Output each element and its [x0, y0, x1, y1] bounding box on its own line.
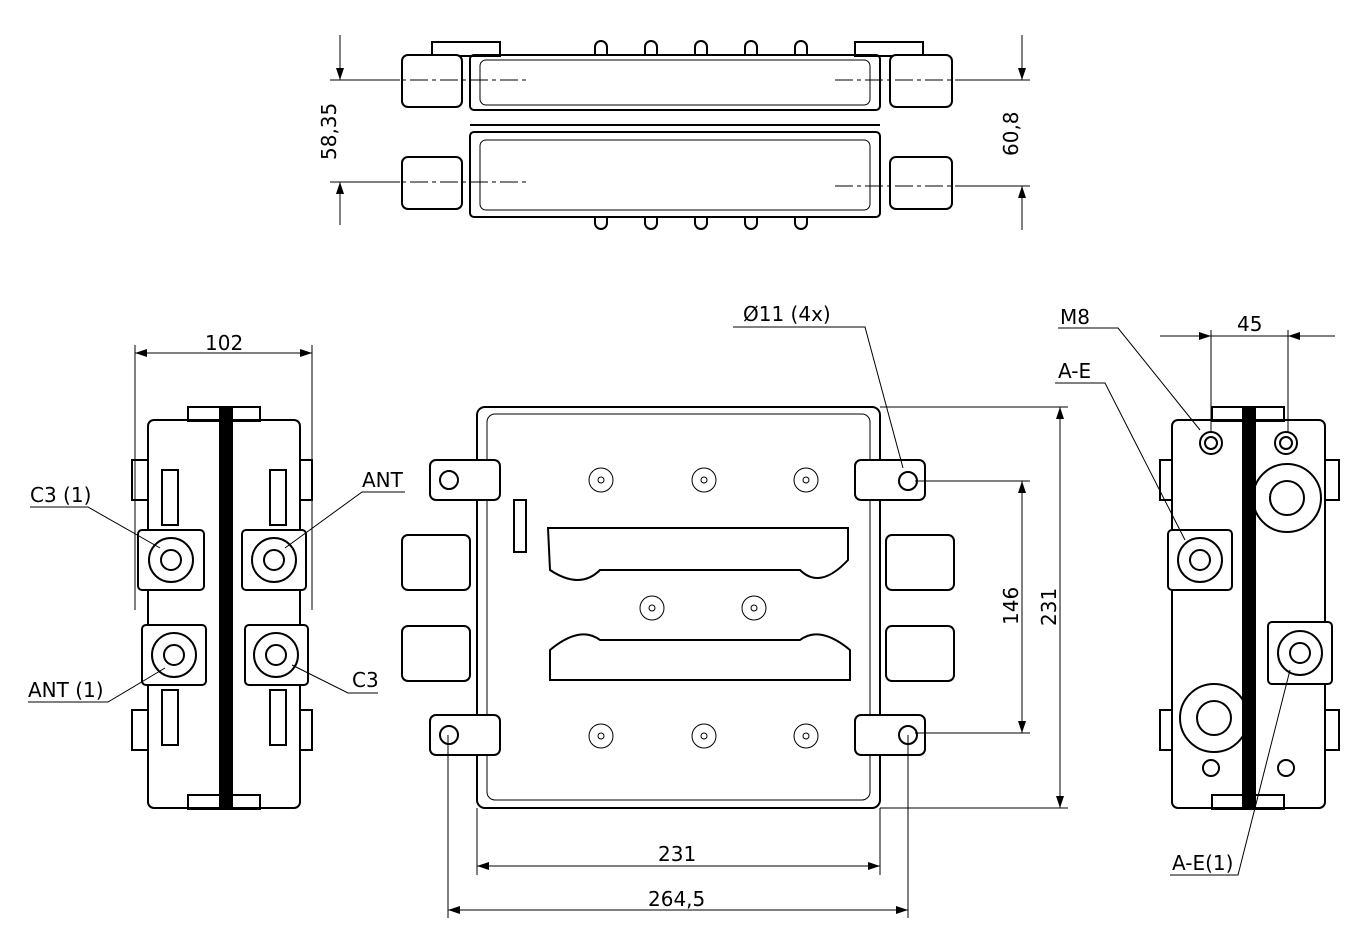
- top-connectors: [401, 54, 953, 210]
- dim-58-35-label: 58,35: [317, 103, 341, 160]
- dim-231-horizontal: 231: [476, 808, 881, 875]
- mounting-ears: [429, 459, 926, 756]
- label-ant: ANT: [362, 468, 404, 492]
- connector-ant-1-icon: [141, 624, 207, 686]
- connector-c3-icon: [244, 624, 309, 686]
- bolt-holes: [588, 467, 819, 749]
- connector-c3-1-icon: [137, 529, 205, 591]
- dim-264-5: 264,5: [447, 735, 909, 918]
- front-view: Ø11 (4x) 146 231 231 264,5: [401, 302, 1068, 918]
- connector-ant-icon: [241, 529, 307, 591]
- label-hole-diameter: Ø11 (4x): [743, 302, 831, 326]
- dim-58-35: 58,35: [317, 35, 400, 225]
- dim-146-label: 146: [999, 587, 1023, 625]
- label-ae: A-E: [1058, 359, 1091, 383]
- connector-ae-1-icon: [1267, 621, 1333, 685]
- dim-264-5-label: 264,5: [648, 887, 705, 911]
- label-ae-1: A-E(1): [1172, 851, 1233, 875]
- label-c3-1: C3 (1): [30, 483, 91, 507]
- dim-60-8: 60,8: [960, 35, 1030, 230]
- front-connectors: [401, 534, 955, 682]
- dim-102: 102: [134, 331, 313, 610]
- label-m8: M8: [1060, 305, 1090, 329]
- label-ant-1: ANT (1): [28, 678, 104, 702]
- dim-102-label: 102: [205, 331, 243, 355]
- dim-146: 146: [915, 480, 1030, 734]
- dim-231-horizontal-label: 231: [658, 842, 696, 866]
- side-view: 102 C3 (1) ANT ANT (1) C3: [28, 331, 405, 810]
- dim-60-8-label: 60,8: [999, 111, 1023, 156]
- label-c3: C3: [352, 668, 379, 692]
- top-view: 58,35 60,8: [317, 35, 1030, 230]
- dim-231-vertical: 231: [880, 406, 1068, 809]
- dim-231-vertical-label: 231: [1037, 588, 1061, 626]
- dim-45: 45: [1160, 312, 1335, 432]
- right-view: 45 M8 A-E A-E(1): [1055, 305, 1340, 876]
- top-bumps: [594, 40, 808, 230]
- connector-ae-icon: [1167, 529, 1233, 591]
- dim-45-label: 45: [1237, 312, 1262, 336]
